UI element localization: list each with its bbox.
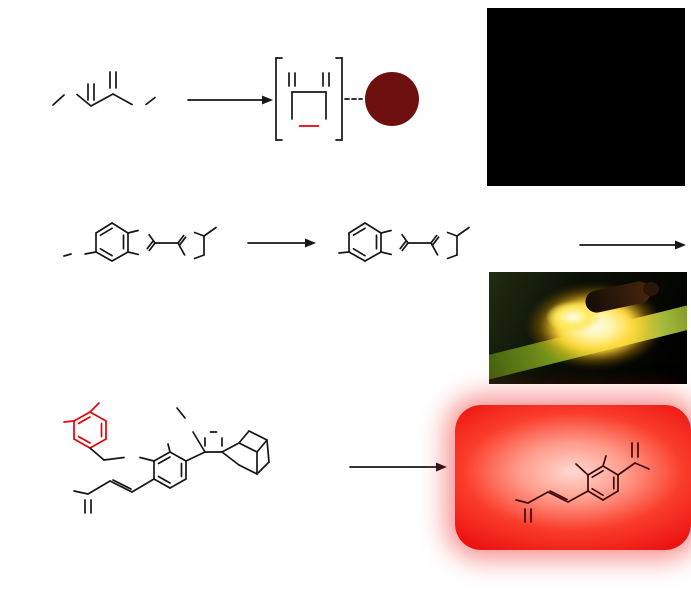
- caged-luciferin-structure: [63, 222, 217, 262]
- glow-sticks-fan: [487, 8, 685, 186]
- glow-sticks-photo: [487, 8, 685, 186]
- peroxalate-structure: [52, 71, 156, 107]
- scheme-a: [52, 57, 419, 141]
- left-bracket: [275, 57, 283, 141]
- right-bracket: [335, 57, 343, 141]
- adamantane-cage: [221, 430, 270, 475]
- product-structure: [515, 442, 650, 523]
- reaction-arrow-c: [349, 462, 447, 472]
- dye-circle: [365, 72, 419, 126]
- scheme-c: [63, 402, 447, 514]
- cl510-structure: [63, 402, 270, 514]
- firefly-photo: [489, 272, 687, 384]
- reaction-arrow-a: [187, 95, 273, 105]
- scheme-b: [63, 222, 686, 262]
- firefly-head: [643, 282, 659, 296]
- luciferin-structure: [338, 222, 470, 262]
- dioxetanedione-structure: [275, 57, 343, 141]
- chemiexcited-product-box: [455, 405, 691, 550]
- reaction-arrow-b1: [247, 238, 316, 248]
- reaction-arrow-b2: [579, 240, 686, 250]
